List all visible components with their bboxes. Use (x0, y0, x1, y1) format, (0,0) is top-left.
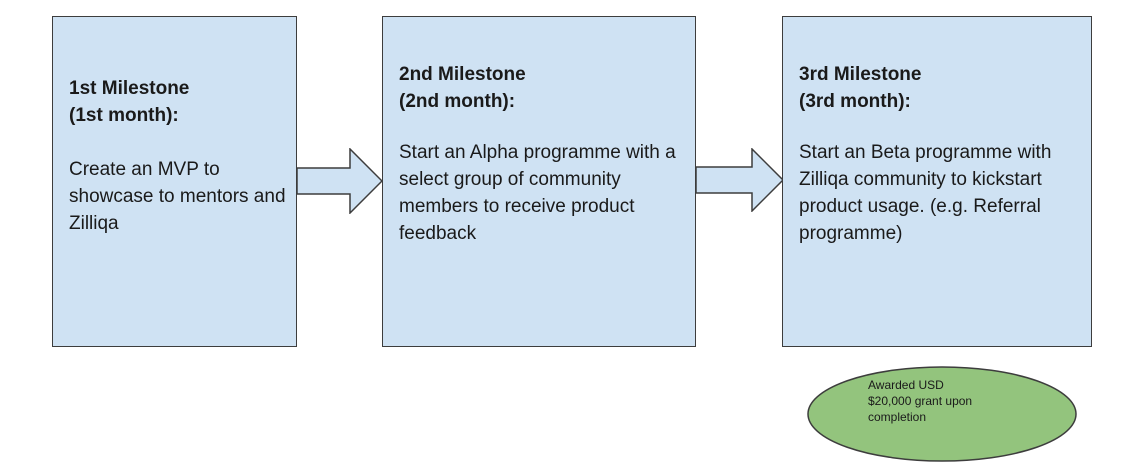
arrow-right-icon (296, 148, 384, 214)
milestone-3-box: 3rd Milestone (3rd month): Start an Beta… (782, 16, 1092, 347)
milestone-1-description: Create an MVP to showcase to mentors and… (69, 159, 286, 234)
milestone-1-title: 1st Milestone (1st month): (69, 78, 190, 126)
milestone-1-box: 1st Milestone (1st month): Create an MVP… (52, 16, 297, 347)
grant-ellipse (807, 366, 1077, 462)
milestone-2-description: Start an Alpha programme with a select g… (399, 142, 676, 244)
grant-note: Awarded USD $20,000 grant upon completio… (868, 378, 973, 424)
milestone-2-box: 2nd Milestone (2nd month): Start an Alph… (382, 16, 696, 347)
arrow-right-icon (695, 148, 785, 212)
milestone-3-description: Start an Beta programme with Zilliqa com… (799, 142, 1052, 244)
milestone-3-title: 3rd Milestone (3rd month): (799, 64, 922, 112)
milestone-2-title: 2nd Milestone (2nd month): (399, 64, 526, 112)
